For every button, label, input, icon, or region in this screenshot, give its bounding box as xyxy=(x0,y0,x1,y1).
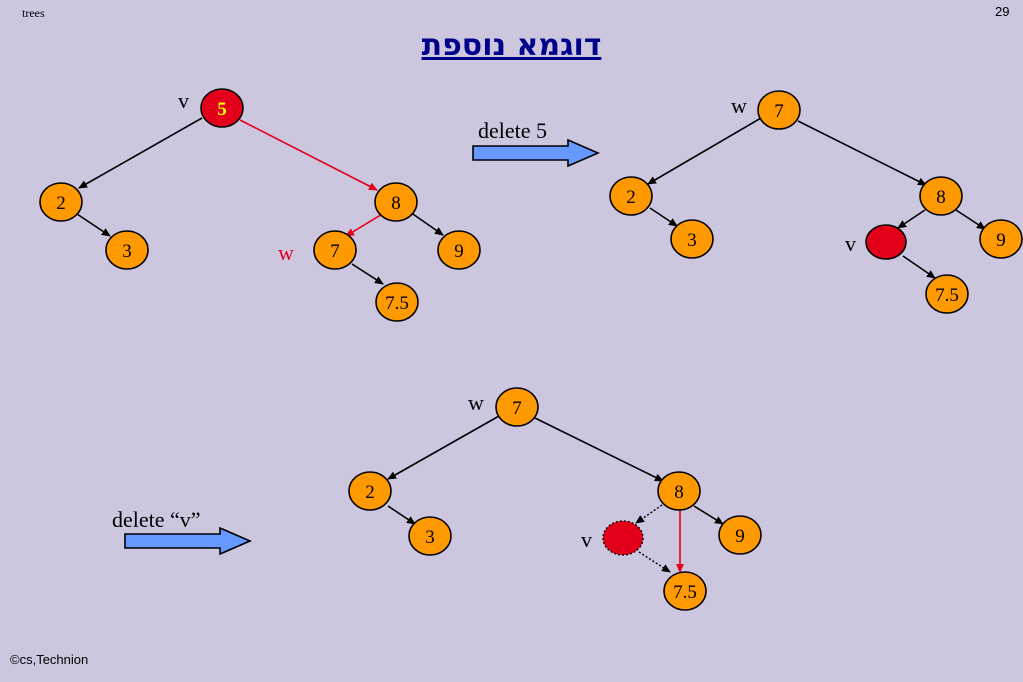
tree-node xyxy=(718,515,762,555)
label-w: w xyxy=(468,390,484,415)
edge-5-8-red xyxy=(239,119,378,191)
tree-node xyxy=(374,182,418,222)
diagram2-edges xyxy=(647,117,986,279)
node-label: 2 xyxy=(56,193,66,214)
tree-node xyxy=(925,274,969,314)
edge-7-2 xyxy=(387,415,500,480)
tree-node xyxy=(670,219,714,259)
edge-8-v-dotted xyxy=(635,504,663,524)
edge-7-8 xyxy=(797,120,927,186)
edge-5-2 xyxy=(78,117,203,189)
tree-node xyxy=(609,176,653,216)
transition-arrow-2: delete “v” xyxy=(112,507,253,556)
tree-node xyxy=(313,230,357,270)
edge-2-3 xyxy=(387,505,416,525)
tree-node xyxy=(919,176,963,216)
node-label: 8 xyxy=(391,193,401,214)
tree-node xyxy=(105,230,149,270)
diagram3-nodes: 7 2 3 8 9 7.5 w v xyxy=(348,387,762,611)
tree-node xyxy=(437,230,481,270)
label-v: v xyxy=(178,88,189,113)
node-label: 2 xyxy=(365,482,375,503)
node-label: 8 xyxy=(674,482,684,503)
node-label: 8 xyxy=(936,187,946,208)
edge-8-v xyxy=(897,209,926,229)
edge-7-8 xyxy=(534,417,664,482)
edge-8-9 xyxy=(693,505,724,525)
edge-v-7.5 xyxy=(902,255,936,279)
edge-2-3 xyxy=(649,207,678,227)
right-arrow-icon xyxy=(472,138,601,168)
tree-node xyxy=(408,516,452,556)
label-w: w xyxy=(731,93,747,118)
edge-7-7.5 xyxy=(351,263,384,285)
node-label: 7 xyxy=(512,398,522,419)
edge-v-7.5-dotted xyxy=(638,551,671,573)
tree-node xyxy=(495,387,539,427)
node-label: 3 xyxy=(122,241,132,262)
edge-2-3 xyxy=(76,213,111,237)
node-label: 7 xyxy=(774,101,784,122)
edge-7-2 xyxy=(647,117,762,185)
node-label: 2 xyxy=(626,187,636,208)
node-label: 3 xyxy=(425,527,435,548)
diagram1-nodes: 5 2 3 8 7 9 7.5 v w xyxy=(39,88,481,322)
node-label: 7.5 xyxy=(385,293,409,314)
tree-node-v-dotted xyxy=(602,520,644,556)
tree-node xyxy=(663,571,707,611)
tree-node xyxy=(979,219,1023,259)
edge-8-9 xyxy=(409,211,444,236)
node-label: 7.5 xyxy=(673,582,697,603)
edge-8-9 xyxy=(955,209,986,230)
right-arrow-icon xyxy=(124,526,253,556)
diagram1-edges xyxy=(76,117,444,285)
diagram3-edges xyxy=(387,415,724,573)
label-v: v xyxy=(581,527,592,552)
tree-node xyxy=(657,471,701,511)
node-label: 9 xyxy=(996,230,1006,251)
slide-title: דוגמא נוספת xyxy=(421,28,602,63)
arrow-label: delete 5 xyxy=(478,118,547,143)
tree-node xyxy=(39,182,83,222)
tree-node xyxy=(375,282,419,322)
arrow-label: delete “v” xyxy=(112,507,201,532)
tree-node xyxy=(200,88,244,128)
tree-node xyxy=(757,90,801,130)
page-number: 29 xyxy=(995,4,1010,19)
node-label: 7.5 xyxy=(935,285,959,306)
tree-node xyxy=(348,471,392,511)
node-label: 7 xyxy=(330,241,340,262)
transition-arrow-1: delete 5 xyxy=(472,118,601,168)
node-label: 9 xyxy=(454,241,464,262)
footer-copyright: ©cs,Technion xyxy=(10,652,89,667)
label-v: v xyxy=(845,231,856,256)
edge-8-7-red xyxy=(345,212,385,237)
diagram2-nodes: 7 2 3 8 9 7.5 w v xyxy=(609,90,1023,314)
label-w: w xyxy=(278,240,294,265)
node-label: 5 xyxy=(217,99,227,120)
node-label: 9 xyxy=(735,526,745,547)
tree-node-v xyxy=(865,224,907,260)
node-label: 3 xyxy=(687,230,697,251)
header-left-text: trees xyxy=(22,6,45,20)
